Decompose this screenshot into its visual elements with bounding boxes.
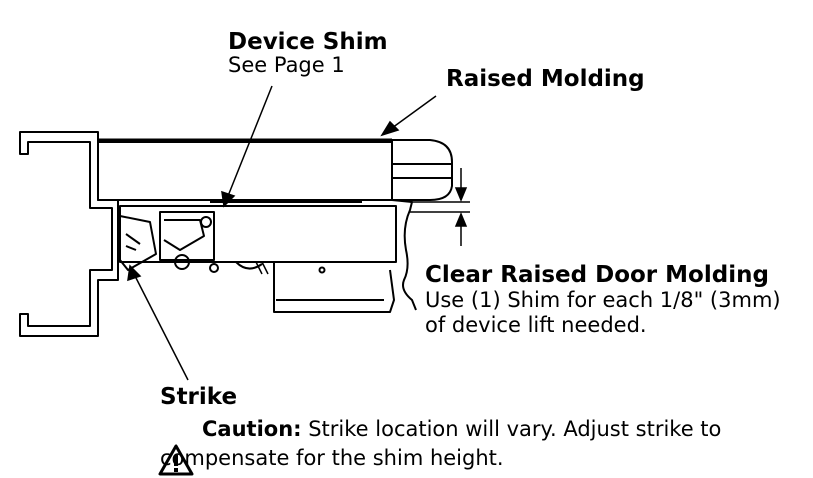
strike-label: Strike (160, 384, 238, 410)
raised-molding (362, 139, 393, 200)
warning-triangle-icon (158, 444, 194, 476)
raised-molding-label: Raised Molding (446, 66, 645, 92)
caution-heading: Caution: (202, 417, 302, 441)
caution-line1: Strike location will vary. Adjust strike… (301, 417, 722, 441)
device-body (97, 141, 393, 201)
caution-text: Caution: Strike location will vary. Adju… (202, 417, 721, 441)
clear-molding-label: Clear Raised Door Molding (425, 262, 769, 288)
door-frame (19, 131, 119, 337)
caution-line2: compensate for the shim height. (160, 446, 504, 470)
clear-molding-line1: Use (1) Shim for each 1/8" (3mm) (425, 288, 781, 312)
device-shim-note: See Page 1 (228, 53, 345, 77)
device-shim-label: Device Shim (228, 29, 388, 55)
clear-molding-line2: of device lift needed. (425, 313, 647, 337)
